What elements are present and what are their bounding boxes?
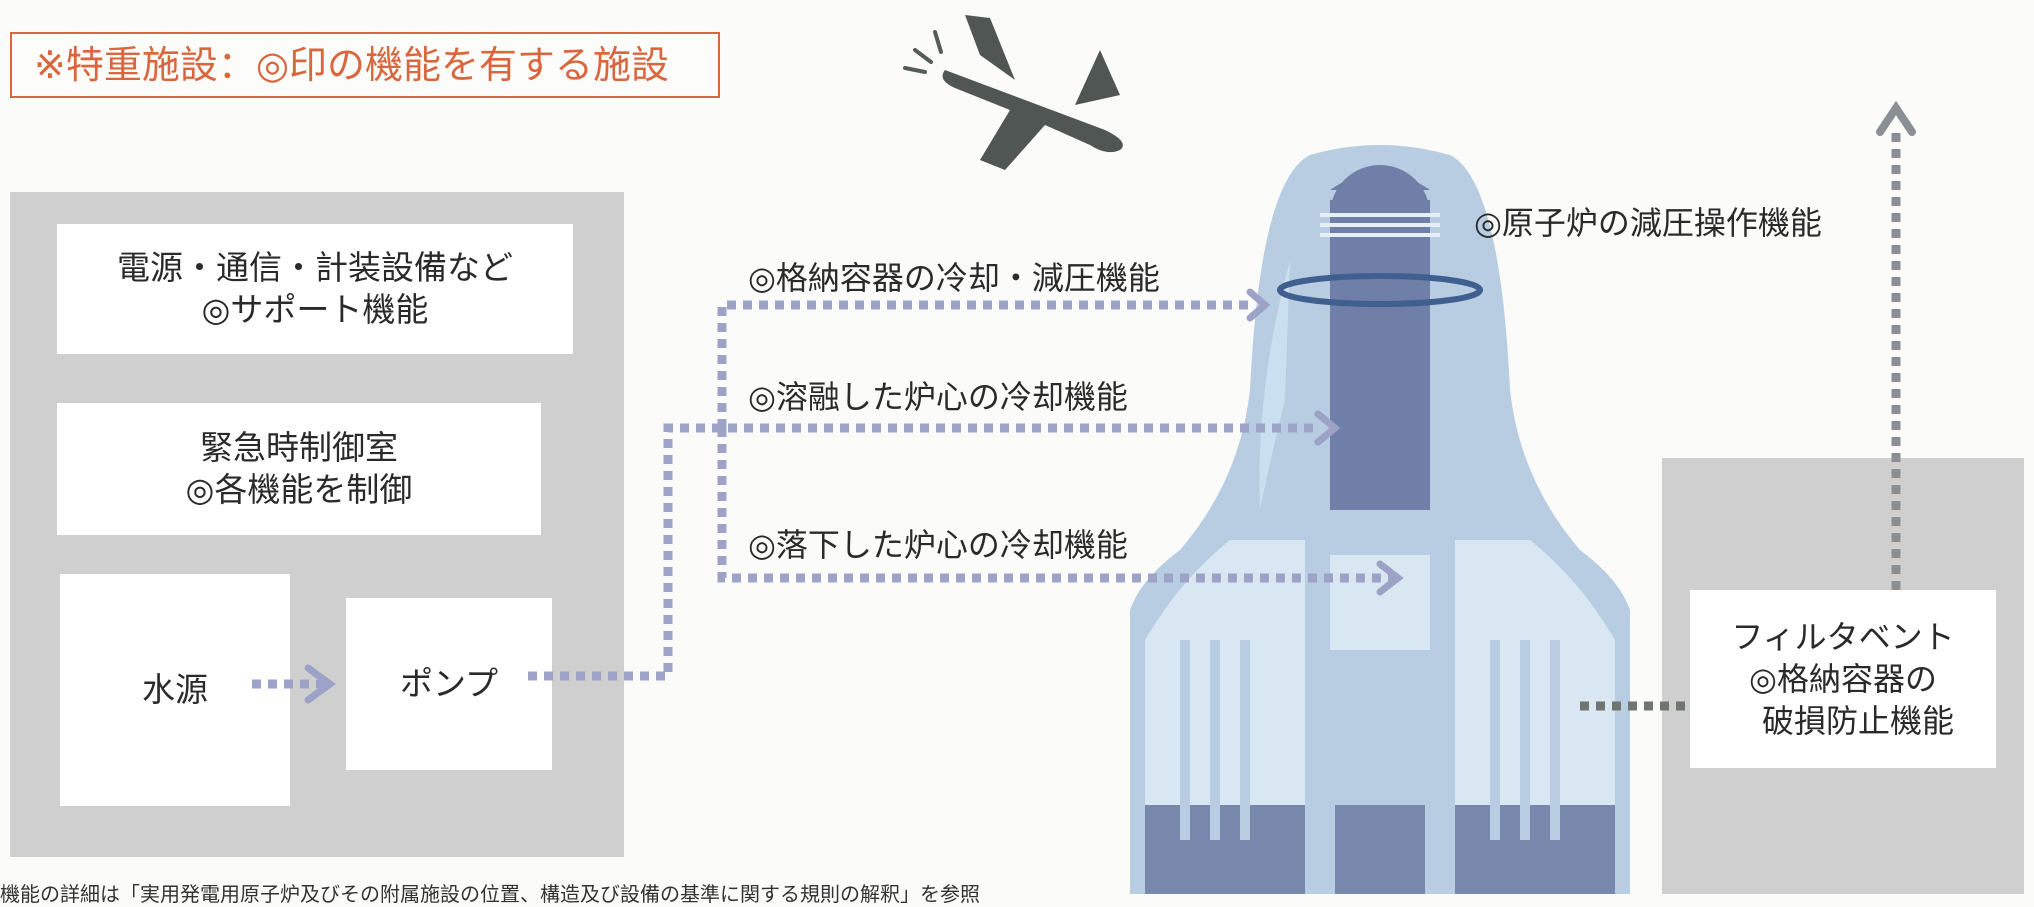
pump-to-core-line [528,423,1320,681]
vent-line3: 破損防止機能 [1761,702,1954,740]
emergency-control-room-box: 緊急時制御室 ◎各機能を制御 [57,403,541,535]
water-source-box: 水源 [60,574,290,806]
containment-spray-line [717,300,1255,428]
power-support-box: 電源・通信・計装設備など ◎サポート機能 [57,224,573,354]
fallen-core-cooling-label: ◎落下した炉心の冷却機能 [748,526,1128,564]
molten-core-cooling-label: ◎溶融した炉心の冷却機能 [748,378,1128,416]
vent-exhaust-arrowhead [1876,100,1916,136]
legend-box: ※特重施設：◎印の機能を有する施設 [10,32,720,98]
control-box-line2: ◎各機能を制御 [185,470,413,509]
airplane-icon [903,15,1123,170]
filter-vent-box: フィルタベント ◎格納容器の 破損防止機能 [1690,590,1996,768]
depressurize-function-label: ◎原子炉の減圧操作機能 [1474,204,1822,242]
power-box-line1: 電源・通信・計装設備など [117,248,513,287]
reactor-building [1130,145,1630,894]
power-box-line2: ◎サポート機能 [201,290,429,329]
control-box-line1: 緊急時制御室 [200,428,398,467]
containment-cooling-label: ◎格納容器の冷却・減圧機能 [748,259,1160,297]
vent-line2: ◎格納容器の [1749,660,1937,698]
pump-box: ポンプ [346,598,552,770]
footnote: 機能の詳細は「実用発電用原子炉及びその附属施設の位置、構造及び設備の基準に関する… [0,882,980,906]
water-label: 水源 [142,670,208,709]
vent-line1: フィルタベント [1731,618,1955,656]
pump-label: ポンプ [399,664,498,703]
fallen-core-line [717,428,1395,583]
